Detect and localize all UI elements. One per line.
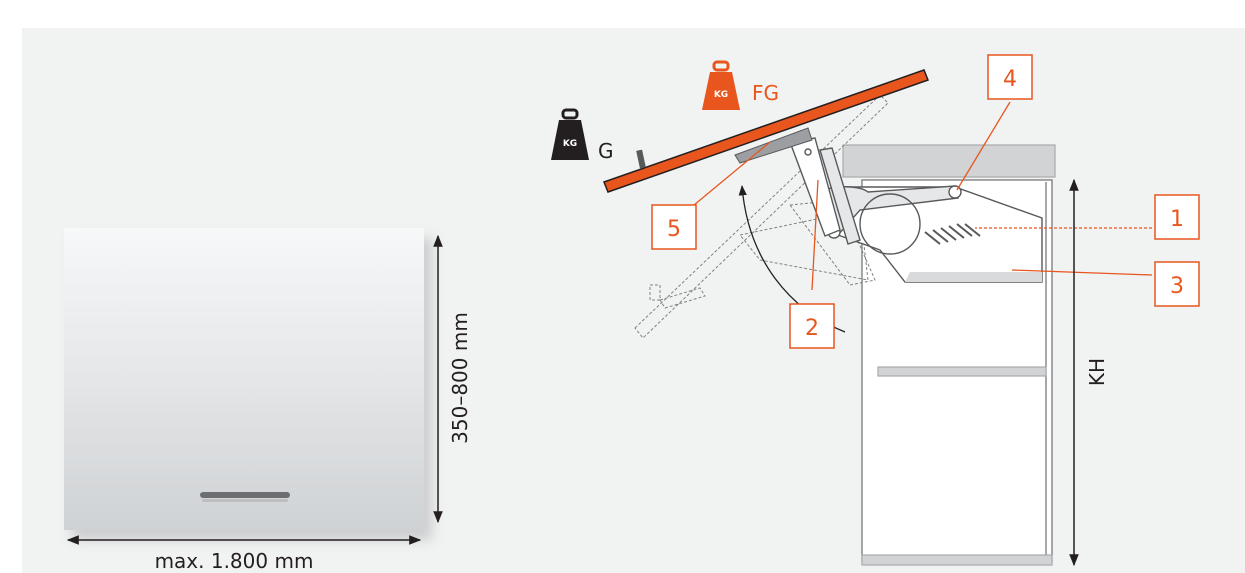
fitting-weight: KG G (551, 108, 614, 163)
width-dimension: max. 1.800 mm (66, 535, 422, 573)
cabinet-height-label: KH (1085, 358, 1109, 386)
svg-text:KG: KG (714, 90, 728, 100)
lift-mechanism (789, 137, 1043, 283)
height-dimension: 350–800 mm (433, 234, 472, 524)
weight-orange-icon: KG (702, 60, 740, 110)
leader-lines (687, 101, 1153, 291)
height-label: 350–800 mm (448, 312, 472, 444)
weight-black-icon: KG (551, 108, 589, 160)
callout-3: 3 (1154, 261, 1200, 307)
callout-4: 4 (987, 54, 1033, 100)
panel-handle (200, 492, 290, 498)
flap-weight: KG FG (702, 60, 779, 110)
front-panel (64, 228, 432, 540)
svg-text:4: 4 (1003, 67, 1017, 92)
svg-text:1: 1 (1170, 207, 1184, 232)
callout-5: 5 (651, 204, 697, 250)
svg-text:3: 3 (1170, 274, 1184, 299)
fitting-weight-label: G (598, 139, 614, 163)
cabinet-height-dimension: KH (1069, 178, 1109, 567)
svg-text:2: 2 (805, 316, 819, 341)
svg-text:5: 5 (667, 217, 681, 242)
svg-text:KG: KG (563, 139, 577, 149)
flap-weight-label: FG (752, 81, 779, 105)
callout-2: 2 (789, 303, 835, 349)
width-label: max. 1.800 mm (155, 549, 314, 573)
callout-1: 1 (1154, 194, 1200, 240)
